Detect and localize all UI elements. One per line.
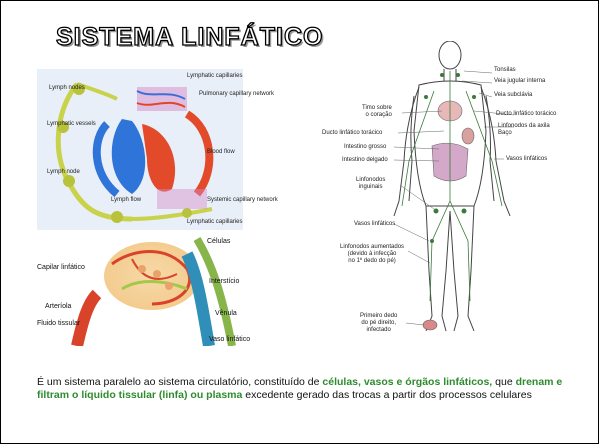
fig3-label-baco: Baço xyxy=(498,130,512,137)
fig1-label: Pulmonary capillary network xyxy=(199,91,274,98)
fig1-label: Lymph node xyxy=(47,169,80,176)
fig3-label-tonsilas: Tonsilas xyxy=(494,67,516,74)
fig3-label-linfonodos-aumentados: Linfonodos aumentados (devido à infecção… xyxy=(340,244,404,265)
fig2-label-fluido: Fluido tissular xyxy=(37,320,80,328)
fig3-label-veia-subclavia: Veia subclávia xyxy=(494,92,532,99)
fig1-label: Blood flow xyxy=(207,149,235,156)
description-paragraph: É um sistema paralelo ao sistema circula… xyxy=(37,376,577,401)
fig3-label-intestino-delgado: Intestino delgado xyxy=(342,157,388,164)
fig2-label-capilar: Capilar linfático xyxy=(37,264,85,272)
body-lymphatic-diagram: Tonsilas Veia jugular interna Veia subcl… xyxy=(314,41,569,341)
fig3-label-vasos-linf: Vasos linfáticos xyxy=(354,221,395,228)
fig1-label: Lymphatic capillaries xyxy=(187,219,242,226)
para-text: que xyxy=(492,376,515,388)
slide-title: SISTEMA LINFÁTICO xyxy=(56,23,323,52)
fig1-label: Lymphatic vessels xyxy=(47,121,96,128)
fig1-label: Lymph nodes xyxy=(49,85,85,92)
fig3-label-ducto-esq: Ducto linfático torácico xyxy=(496,111,556,118)
fig3-label-linfonodos-axila: Linfonodos da axila xyxy=(498,123,550,130)
fig1-label: Lymphatic capillaries xyxy=(187,73,242,80)
fig2-label-arteriola: Arteríola xyxy=(45,303,71,311)
capillary-bed-diagram: Células Capilar linfático Interstício Ar… xyxy=(37,234,247,346)
fig3-label-veia-jugular: Veia jugular interna xyxy=(494,78,545,85)
capillary-bed-svg xyxy=(37,234,247,346)
fig3-label-intestino-grosso: Intestino grosso xyxy=(344,144,386,151)
fig3-label-ducto-dir: Ducto linfático torácico xyxy=(322,130,382,137)
fig1-label: Lymph flow xyxy=(111,197,141,204)
fig3-label-linfonodos-inguinais: Linfonodos inguinais xyxy=(356,177,385,191)
fig2-label-vaso: Vaso linfático xyxy=(209,336,250,344)
para-text: É um sistema paralelo ao sistema circula… xyxy=(37,376,322,388)
fig2-label-venula: Vênula xyxy=(215,310,237,318)
fig3-label-timo: Timo sobre o coração xyxy=(362,105,392,119)
fig3-label-primeiro-dedo: Primeiro dedo do pé direito, infectado xyxy=(360,313,397,334)
circulation-diagram: Lymphatic capillaries Pulmonary capillar… xyxy=(37,69,243,230)
fig2-label-celulas: Células xyxy=(207,238,230,246)
fig3-label-vasos-linf-dir: Vasos linfáticos xyxy=(506,156,547,163)
para-text: excedente gerado das trocas a partir dos… xyxy=(242,389,532,401)
para-highlight: células, vasos e órgãos linfáticos, xyxy=(322,376,492,388)
body-figure-svg xyxy=(314,41,569,341)
fig1-label: Systemic capillary network xyxy=(207,197,278,204)
fig2-label-intersticio: Interstício xyxy=(209,278,239,286)
